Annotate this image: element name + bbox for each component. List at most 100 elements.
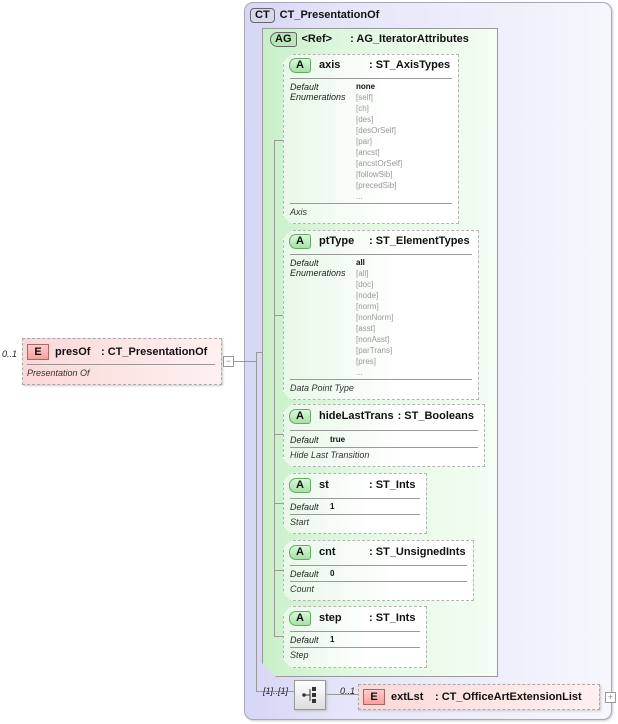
- connector-line: [274, 570, 284, 571]
- element-type: : CT_OfficeArtExtensionList: [435, 691, 582, 703]
- attribute-type: : ST_ElementTypes: [369, 235, 470, 247]
- attribute-group-header: AG <Ref> : AG_IteratorAttributes: [270, 32, 469, 47]
- default-value: 0: [330, 569, 335, 578]
- connector-line: [274, 140, 275, 636]
- root-occurrence: 0..1: [2, 349, 18, 359]
- enum-item: ...: [356, 368, 363, 377]
- attribute-type: : ST_Ints: [369, 479, 416, 491]
- ct-badge: CT: [250, 8, 275, 23]
- enum-item: [nonAsst]: [356, 335, 390, 344]
- enum-item: [par]: [356, 137, 373, 146]
- attribute-name: st: [319, 479, 329, 491]
- attribute-type: : ST_AxisTypes: [369, 59, 451, 71]
- attribute-description: Hide Last Transition: [290, 450, 370, 460]
- element-badge: E: [363, 689, 385, 705]
- enumerations-label: Enumerations: [290, 268, 346, 278]
- attribute-type: : ST_UnsignedInts: [369, 546, 466, 558]
- attribute-name: cnt: [319, 546, 336, 558]
- element-description: Presentation Of: [27, 368, 90, 378]
- connector-line: [256, 352, 257, 692]
- default-label: Default: [290, 569, 319, 579]
- attribute-badge: A: [289, 234, 311, 249]
- attribute-badge: A: [289, 545, 311, 560]
- default-value: true: [330, 435, 346, 444]
- connector-line: [324, 694, 358, 695]
- collapse-toggle[interactable]: −: [223, 356, 234, 367]
- enum-item: [parTrans]: [356, 346, 393, 355]
- sequence-occurrence: [1]..[1]: [263, 686, 289, 696]
- enum-item: [des]: [356, 115, 374, 124]
- enum-item: [followSib]: [356, 170, 393, 179]
- enum-item: ...: [356, 192, 363, 201]
- attribute-name: step: [319, 612, 342, 624]
- connector-line: [274, 503, 284, 504]
- attribute-description: Start: [290, 517, 310, 527]
- default-label: Default: [290, 82, 319, 92]
- attribute-badge: A: [289, 478, 311, 493]
- attribute-type: : ST_Booleans: [397, 410, 474, 422]
- attribute-type: : ST_Ints: [369, 612, 416, 624]
- enum-item: [doc]: [356, 280, 374, 289]
- complex-type-name: CT_PresentationOf: [279, 9, 380, 21]
- enumeration-list: [self] [ch] [des] [desOrSelf] [par] [ancst] [a…: [356, 92, 402, 202]
- attribute-description: Axis: [290, 207, 308, 217]
- connector-line: [274, 140, 284, 141]
- attribute-name: hideLastTrans: [319, 410, 394, 422]
- sequence-compositor[interactable]: [294, 680, 326, 710]
- default-label: Default: [290, 435, 319, 445]
- enum-item: [self]: [356, 93, 373, 102]
- enum-item: [ch]: [356, 104, 369, 113]
- enum-item: [nonNorm]: [356, 313, 394, 322]
- enum-item: [ancst]: [356, 148, 380, 157]
- enum-item: [pres]: [356, 357, 377, 366]
- connector-line: [234, 361, 256, 362]
- enumeration-list: [all] [doc] [node] [norm] [nonNorm] [asst] [no…: [356, 268, 393, 378]
- connector-line: [256, 352, 263, 353]
- ag-type: : AG_IteratorAttributes: [350, 33, 469, 45]
- connector-line: [274, 315, 284, 316]
- attribute-name: axis: [319, 59, 341, 71]
- attribute-description: Count: [290, 584, 315, 594]
- attribute-name: ptType: [319, 235, 355, 247]
- enumerations-label: Enumerations: [290, 92, 346, 102]
- enum-item: [asst]: [356, 324, 376, 333]
- enum-item: [norm]: [356, 302, 379, 311]
- default-label: Default: [290, 502, 319, 512]
- connector-line: [274, 636, 284, 637]
- attribute-badge: A: [289, 409, 311, 424]
- enum-item: [desOrSelf]: [356, 126, 397, 135]
- default-value: 1: [330, 502, 335, 511]
- attribute-badge: A: [289, 58, 311, 73]
- enum-item: [precedSib]: [356, 181, 397, 190]
- default-value: all: [356, 258, 365, 267]
- ag-badge: AG: [270, 32, 297, 47]
- ext-occurrence: 0..1: [340, 686, 356, 696]
- expand-toggle[interactable]: +: [605, 692, 616, 703]
- default-value: none: [356, 82, 376, 91]
- enum-item: [ancstOrSelf]: [356, 159, 403, 168]
- attribute-description: Step: [290, 650, 309, 660]
- default-label: Default: [290, 635, 319, 645]
- sequence-icon: [302, 687, 316, 703]
- attribute-badge: A: [289, 611, 311, 626]
- connector-line: [274, 434, 284, 435]
- complex-type-header: CT CT_PresentationOf: [250, 8, 379, 23]
- ag-ref: <Ref>: [301, 33, 333, 45]
- attribute-description: Data Point Type: [290, 383, 354, 393]
- element-type: : CT_PresentationOf: [101, 346, 208, 358]
- connector-line: [256, 691, 294, 692]
- default-value: 1: [330, 635, 335, 644]
- element-name: presOf: [55, 346, 91, 358]
- element-name: extLst: [391, 691, 424, 703]
- enum-item: [all]: [356, 269, 369, 278]
- enum-item: [node]: [356, 291, 379, 300]
- default-label: Default: [290, 258, 319, 268]
